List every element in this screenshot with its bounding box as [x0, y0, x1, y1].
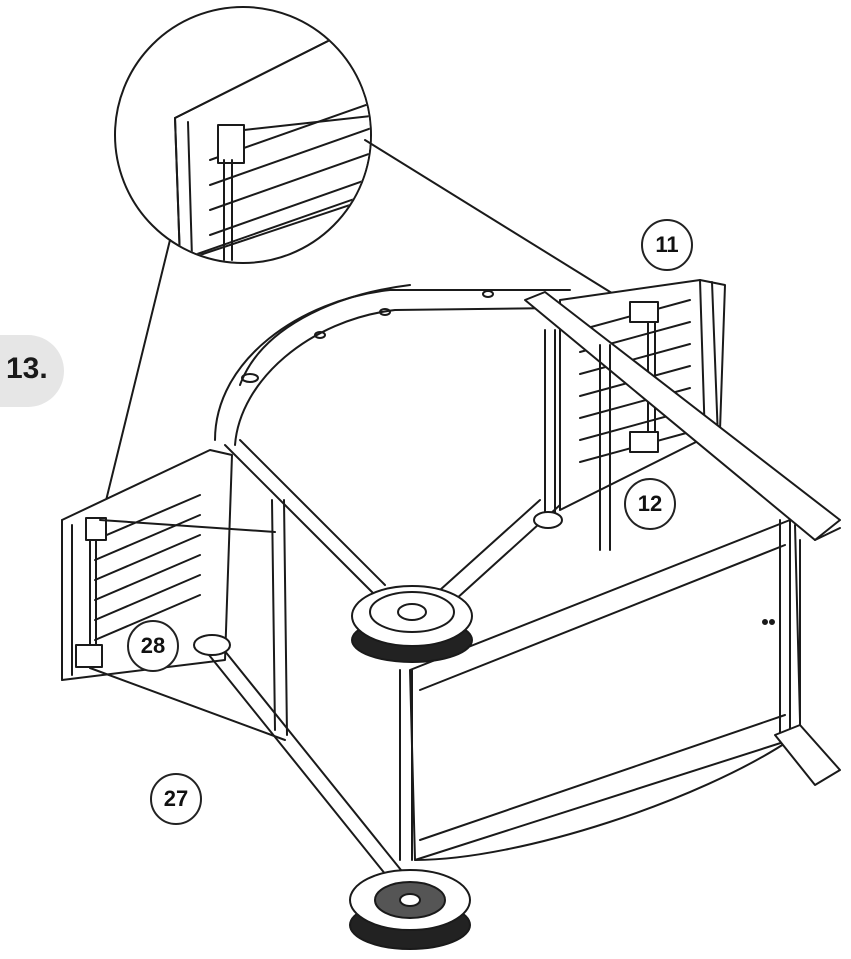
lower-wheel [349, 869, 471, 950]
callout-part-11: 11 [641, 219, 693, 271]
front-right-leg [774, 539, 841, 786]
right-rail [524, 291, 841, 541]
step-number: 13. [6, 352, 48, 385]
step-badge [0, 335, 64, 407]
zoom-detail [99, 6, 616, 526]
diagonal-rails [193, 439, 563, 881]
callout-part-12: 12 [624, 478, 676, 530]
callout-part-28: 28 [127, 620, 179, 672]
top-frame [214, 284, 571, 446]
cabinet-body [409, 519, 801, 861]
callout-part-27: 27 [150, 773, 202, 825]
upper-wheel [351, 585, 473, 663]
inner-posts [271, 329, 611, 861]
left-side-shelf [61, 449, 286, 741]
